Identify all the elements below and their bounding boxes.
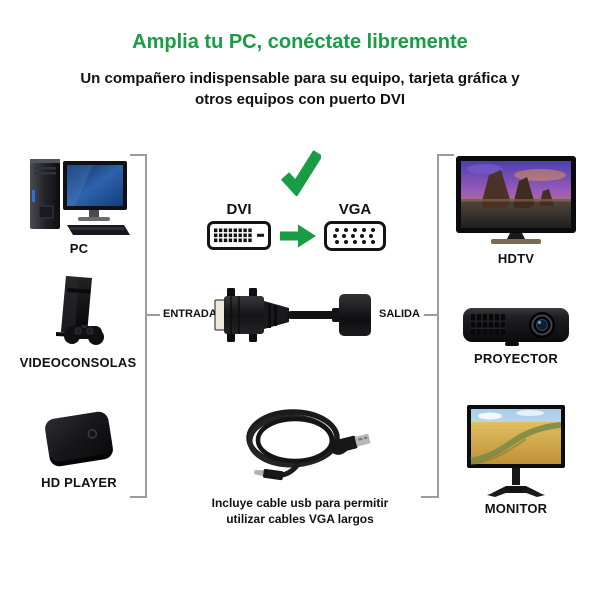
left-bracket-top-cap <box>130 154 147 156</box>
device-proyector: PROYECTOR <box>452 304 580 366</box>
device-label-hdtv: HDTV <box>497 251 535 266</box>
device-label-pc: PC <box>69 241 89 256</box>
device-monitor: MONITOR <box>452 404 580 516</box>
usb-note: Incluye cable usb para permitir utilizar … <box>170 495 430 527</box>
left-bracket-entrada-tick <box>147 314 160 316</box>
right-bracket-bottom-cap <box>421 496 439 498</box>
page-subtitle: Un compañero indispensable para su equip… <box>0 68 600 110</box>
left-bracket-bottom-cap <box>130 496 147 498</box>
device-label-hd-player: HD PLAYER <box>41 475 117 490</box>
right-bracket-top-cap <box>437 154 454 156</box>
vga-connector-icon <box>324 221 386 251</box>
page-title: Amplia tu PC, conéctate libremente <box>132 31 468 53</box>
usb-cable-icon <box>237 398 373 494</box>
usb-note-line-2: utilizar cables VGA largos <box>226 512 374 526</box>
device-label-videoconsolas: VIDEOCONSOLAS <box>19 355 137 370</box>
device-hdtv: HDTV <box>452 155 580 266</box>
right-bracket-salida-tick <box>424 314 437 316</box>
dvi-connector-icon <box>207 221 271 250</box>
subtitle-line-1: Un compañero indispensable para su equip… <box>80 70 520 87</box>
green-right-arrow-icon <box>280 223 317 249</box>
device-label-proyector: PROYECTOR <box>474 351 558 366</box>
device-hd-player: HD PLAYER <box>18 404 140 490</box>
hdtv-icon <box>452 155 580 250</box>
subtitle-line-2: otros equipos con puerto DVI <box>194 91 405 108</box>
game-console-icon <box>8 274 148 354</box>
vga-label: VGA <box>338 201 372 218</box>
hd-player-box-icon <box>18 404 140 474</box>
right-bracket-vertical <box>437 154 439 498</box>
salida-label: SALIDA <box>379 308 420 320</box>
left-bracket-vertical <box>145 154 147 498</box>
green-checkmark-icon <box>281 149 321 196</box>
desktop-pc-icon <box>18 156 140 240</box>
device-pc: PC <box>18 156 140 256</box>
monitor-icon <box>452 404 580 500</box>
dvi-to-vga-adapter-icon <box>213 282 373 348</box>
device-videoconsolas: VIDEOCONSOLAS <box>8 274 148 370</box>
dvi-label: DVI <box>226 201 252 218</box>
entrada-label: ENTRADA <box>163 308 217 320</box>
usb-note-line-1: Incluye cable usb para permitir <box>211 496 389 510</box>
projector-icon <box>452 304 580 350</box>
device-label-monitor: MONITOR <box>484 501 548 516</box>
